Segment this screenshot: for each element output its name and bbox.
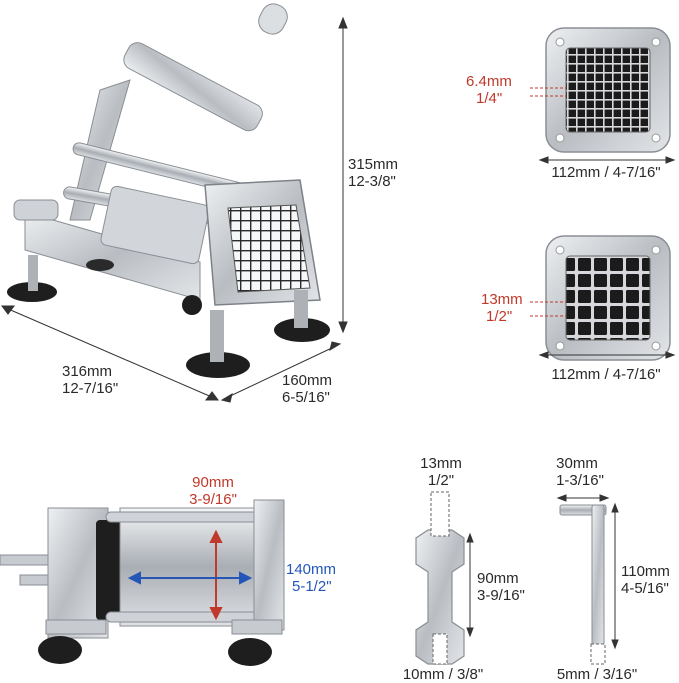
blade-small-cut-in: 1/4" — [476, 90, 503, 107]
length-dimension-line — [1, 305, 219, 401]
blade-half-width-line — [538, 351, 676, 359]
chamber-width-line — [127, 571, 253, 585]
hex-key-width-line — [556, 494, 610, 502]
hex-key-length-mm: 110mm — [621, 563, 670, 580]
wrench-top-mm: 13mm — [420, 455, 462, 472]
wrench-tool — [415, 491, 465, 665]
chamber-height-line — [209, 529, 223, 621]
hex-key-top-mm: 30mm — [556, 455, 598, 472]
blade-quarter-inch — [530, 27, 671, 153]
blade-large-cut-in: 1/2" — [486, 308, 513, 325]
hex-key-length-in: 4-5/16" — [621, 580, 669, 597]
blade-large-width: 112mm / 4-7/16" — [551, 366, 661, 383]
wrench-length-in: 3-9/16" — [477, 587, 525, 604]
fry-cutter-side — [0, 499, 285, 666]
blade-half-inch — [530, 235, 671, 361]
hex-key-tool — [559, 504, 607, 665]
blade-large-cut-mm: 13mm — [481, 291, 523, 308]
blade-small-width: 112mm / 4-7/16" — [551, 164, 661, 181]
blade-small-cut-mm: 6.4mm — [466, 73, 512, 90]
hex-key-top-in: 1-3/16" — [556, 472, 604, 489]
blade-quarter-width-line — [538, 156, 676, 164]
chamber-height-mm: 90mm — [192, 474, 234, 491]
depth-mm-label: 160mm — [282, 372, 333, 389]
wrench-top-in: 1/2" — [427, 472, 455, 489]
wrench-bottom: 10mm / 3/8" — [402, 666, 484, 683]
height-dimension-line — [338, 16, 348, 334]
wrench-length-mm: 90mm — [477, 570, 519, 587]
height-in-label: 12-3/8" — [348, 173, 396, 190]
depth-in-label: 6-5/16" — [282, 389, 330, 406]
hex-key-length-line — [611, 502, 619, 650]
depth-dimension-line — [220, 341, 342, 403]
fry-cutter-main — [7, 3, 330, 378]
chamber-width-mm: 140mm — [286, 561, 337, 578]
length-in-label: 12-7/16" — [62, 380, 119, 397]
length-mm-label: 316mm — [62, 363, 113, 380]
hex-key-bottom: 5mm / 3/16" — [556, 666, 638, 683]
height-mm-label: 315mm — [348, 156, 399, 173]
wrench-length-line — [466, 532, 474, 638]
chamber-height-in: 3-9/16" — [189, 491, 237, 508]
chamber-width-in: 5-1/2" — [292, 578, 332, 595]
